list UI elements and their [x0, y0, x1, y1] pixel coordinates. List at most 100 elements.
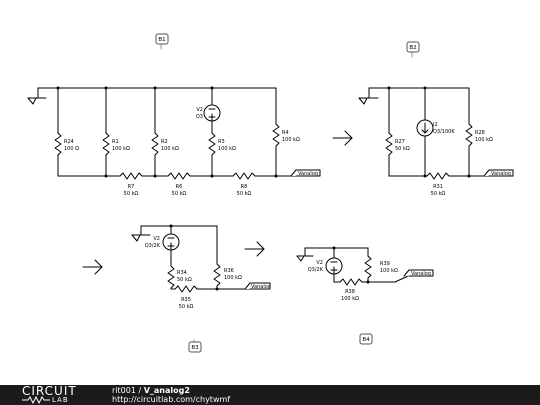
resistor-r31[interactable]	[388, 172, 490, 180]
ground-symbol	[296, 247, 314, 262]
schematic-canvas: B1 B2 B3 B4 R24 100 Ω R1 100 kΩ R2 100 k…	[27, 33, 514, 353]
resistor-r39[interactable]	[364, 247, 372, 283]
component-name: R4	[282, 130, 289, 136]
block-label-b4: B4	[362, 337, 370, 343]
component-value: 100 kΩ	[475, 137, 493, 143]
resistor-r34[interactable]	[167, 265, 175, 289]
component-name: R27	[395, 139, 405, 145]
component-value: Q3/100K	[433, 129, 455, 135]
ground-symbol	[358, 87, 379, 105]
resistor-r3[interactable]	[208, 132, 216, 177]
component-value: 100 kΩ	[161, 146, 179, 152]
component-value: Q3/2K	[308, 267, 324, 273]
component-name: V2	[316, 260, 323, 266]
resistor-r28[interactable]	[465, 87, 473, 177]
junction-dots	[56, 86, 278, 178]
net-label-text: Vanalog	[491, 171, 511, 177]
resistor-r2[interactable]	[151, 87, 159, 177]
block-tag-b3[interactable]	[188, 339, 202, 353]
junction-dots	[387, 86, 471, 178]
logo-wordmark: CIRCUIT	[22, 384, 77, 398]
component-value: 50 kΩ	[172, 191, 187, 197]
junction-dots	[169, 224, 219, 291]
voltage-source-v2[interactable]	[162, 225, 180, 267]
net-label-vanalog-1[interactable]	[290, 169, 321, 177]
resistor-r4[interactable]	[272, 87, 280, 177]
ground-symbol	[27, 87, 47, 105]
arrow-right-icon	[332, 130, 353, 146]
net-label-vanalog-4[interactable]	[403, 269, 434, 277]
block-label-b2: B2	[409, 45, 416, 51]
resistor-r6[interactable]	[154, 172, 213, 180]
component-name: V2	[196, 107, 203, 113]
component-name: R6	[176, 184, 183, 190]
ground-symbol	[131, 225, 151, 242]
component-name: R35	[181, 297, 191, 303]
component-value: 100 kΩ	[380, 268, 398, 274]
component-name: R31	[433, 184, 443, 190]
circuit-title-line: rit001 / V_analog2	[112, 386, 230, 395]
component-name: I2	[433, 122, 438, 128]
component-value: 50 kΩ	[179, 304, 194, 310]
component-name: R39	[380, 261, 390, 267]
circuit-b1	[27, 33, 321, 180]
component-value: 50 kΩ	[124, 191, 139, 197]
footer-caption: rit001 / V_analog2 http://circuitlab.com…	[112, 386, 230, 404]
component-name: R38	[345, 289, 355, 295]
component-name: V2	[153, 236, 160, 242]
component-value: 100 kΩ	[282, 137, 300, 143]
resistor-r36[interactable]	[213, 225, 221, 290]
logo-subword: LAB	[52, 396, 69, 404]
resistor-r35[interactable]	[170, 285, 251, 293]
resistor-r38[interactable]	[339, 278, 369, 286]
circuitlab-logo[interactable]: CIRCUIT LAB	[22, 384, 102, 404]
net-label-text: Vanalog	[251, 284, 271, 290]
author-link[interactable]: rit001	[112, 386, 136, 395]
component-name: R7	[128, 184, 135, 190]
component-value: Q3/2K	[145, 243, 161, 249]
circuit-url[interactable]: http://circuitlab.com/chytwmf	[112, 395, 231, 404]
component-value: Q3	[196, 114, 203, 120]
net-label-text: Vanalog	[411, 271, 431, 277]
net-label-vanalog-2[interactable]	[483, 169, 514, 177]
component-value: 100 kΩ	[218, 146, 236, 152]
component-name: R28	[475, 130, 485, 136]
component-name: R36	[224, 268, 234, 274]
component-value: 50 kΩ	[237, 191, 252, 197]
component-value: 100 kΩ	[112, 146, 130, 152]
component-name: R34	[177, 270, 187, 276]
component-name: R8	[241, 184, 248, 190]
net-label-text: Vanalog	[298, 171, 318, 177]
circuit-title: V_analog2	[143, 386, 190, 395]
resistor-r24[interactable]	[54, 87, 62, 177]
block-label-b1: B1	[158, 37, 165, 43]
component-value: 100 kΩ	[224, 275, 242, 281]
component-value: 100 Ω	[64, 146, 79, 152]
resistor-r8[interactable]	[211, 172, 297, 180]
block-tag-b1[interactable]	[155, 33, 169, 50]
component-name: R24	[64, 139, 74, 145]
component-value: 50 kΩ	[431, 191, 446, 197]
voltage-source-v2[interactable]	[325, 247, 343, 283]
resistor-zigzag-icon	[22, 396, 50, 404]
current-source-i2[interactable]	[416, 87, 434, 177]
component-value: 50 kΩ	[177, 277, 192, 283]
output-wire	[394, 275, 409, 283]
component-name: R3	[218, 139, 225, 145]
footer-bar: CIRCUIT LAB rit001 / V_analog2 http://ci…	[0, 385, 540, 405]
resistor-r1[interactable]	[102, 87, 110, 177]
resistor-r7[interactable]	[57, 172, 156, 180]
component-name: R2	[161, 139, 168, 145]
voltage-source-v2[interactable]	[203, 87, 221, 134]
arrow-right-icon	[82, 259, 103, 275]
arrow-right-icon	[244, 241, 265, 257]
block-label-b3: B3	[191, 345, 199, 351]
circuit-b2	[358, 41, 514, 180]
net-label-vanalog-3[interactable]	[244, 282, 271, 290]
block-tag-b4[interactable]	[359, 333, 373, 345]
resistor-r27[interactable]	[385, 87, 393, 177]
component-value: 50 kΩ	[395, 146, 410, 152]
circuit-b4	[296, 246, 434, 345]
component-value: 100 kΩ	[341, 296, 359, 302]
block-tag-b2[interactable]	[406, 41, 420, 58]
